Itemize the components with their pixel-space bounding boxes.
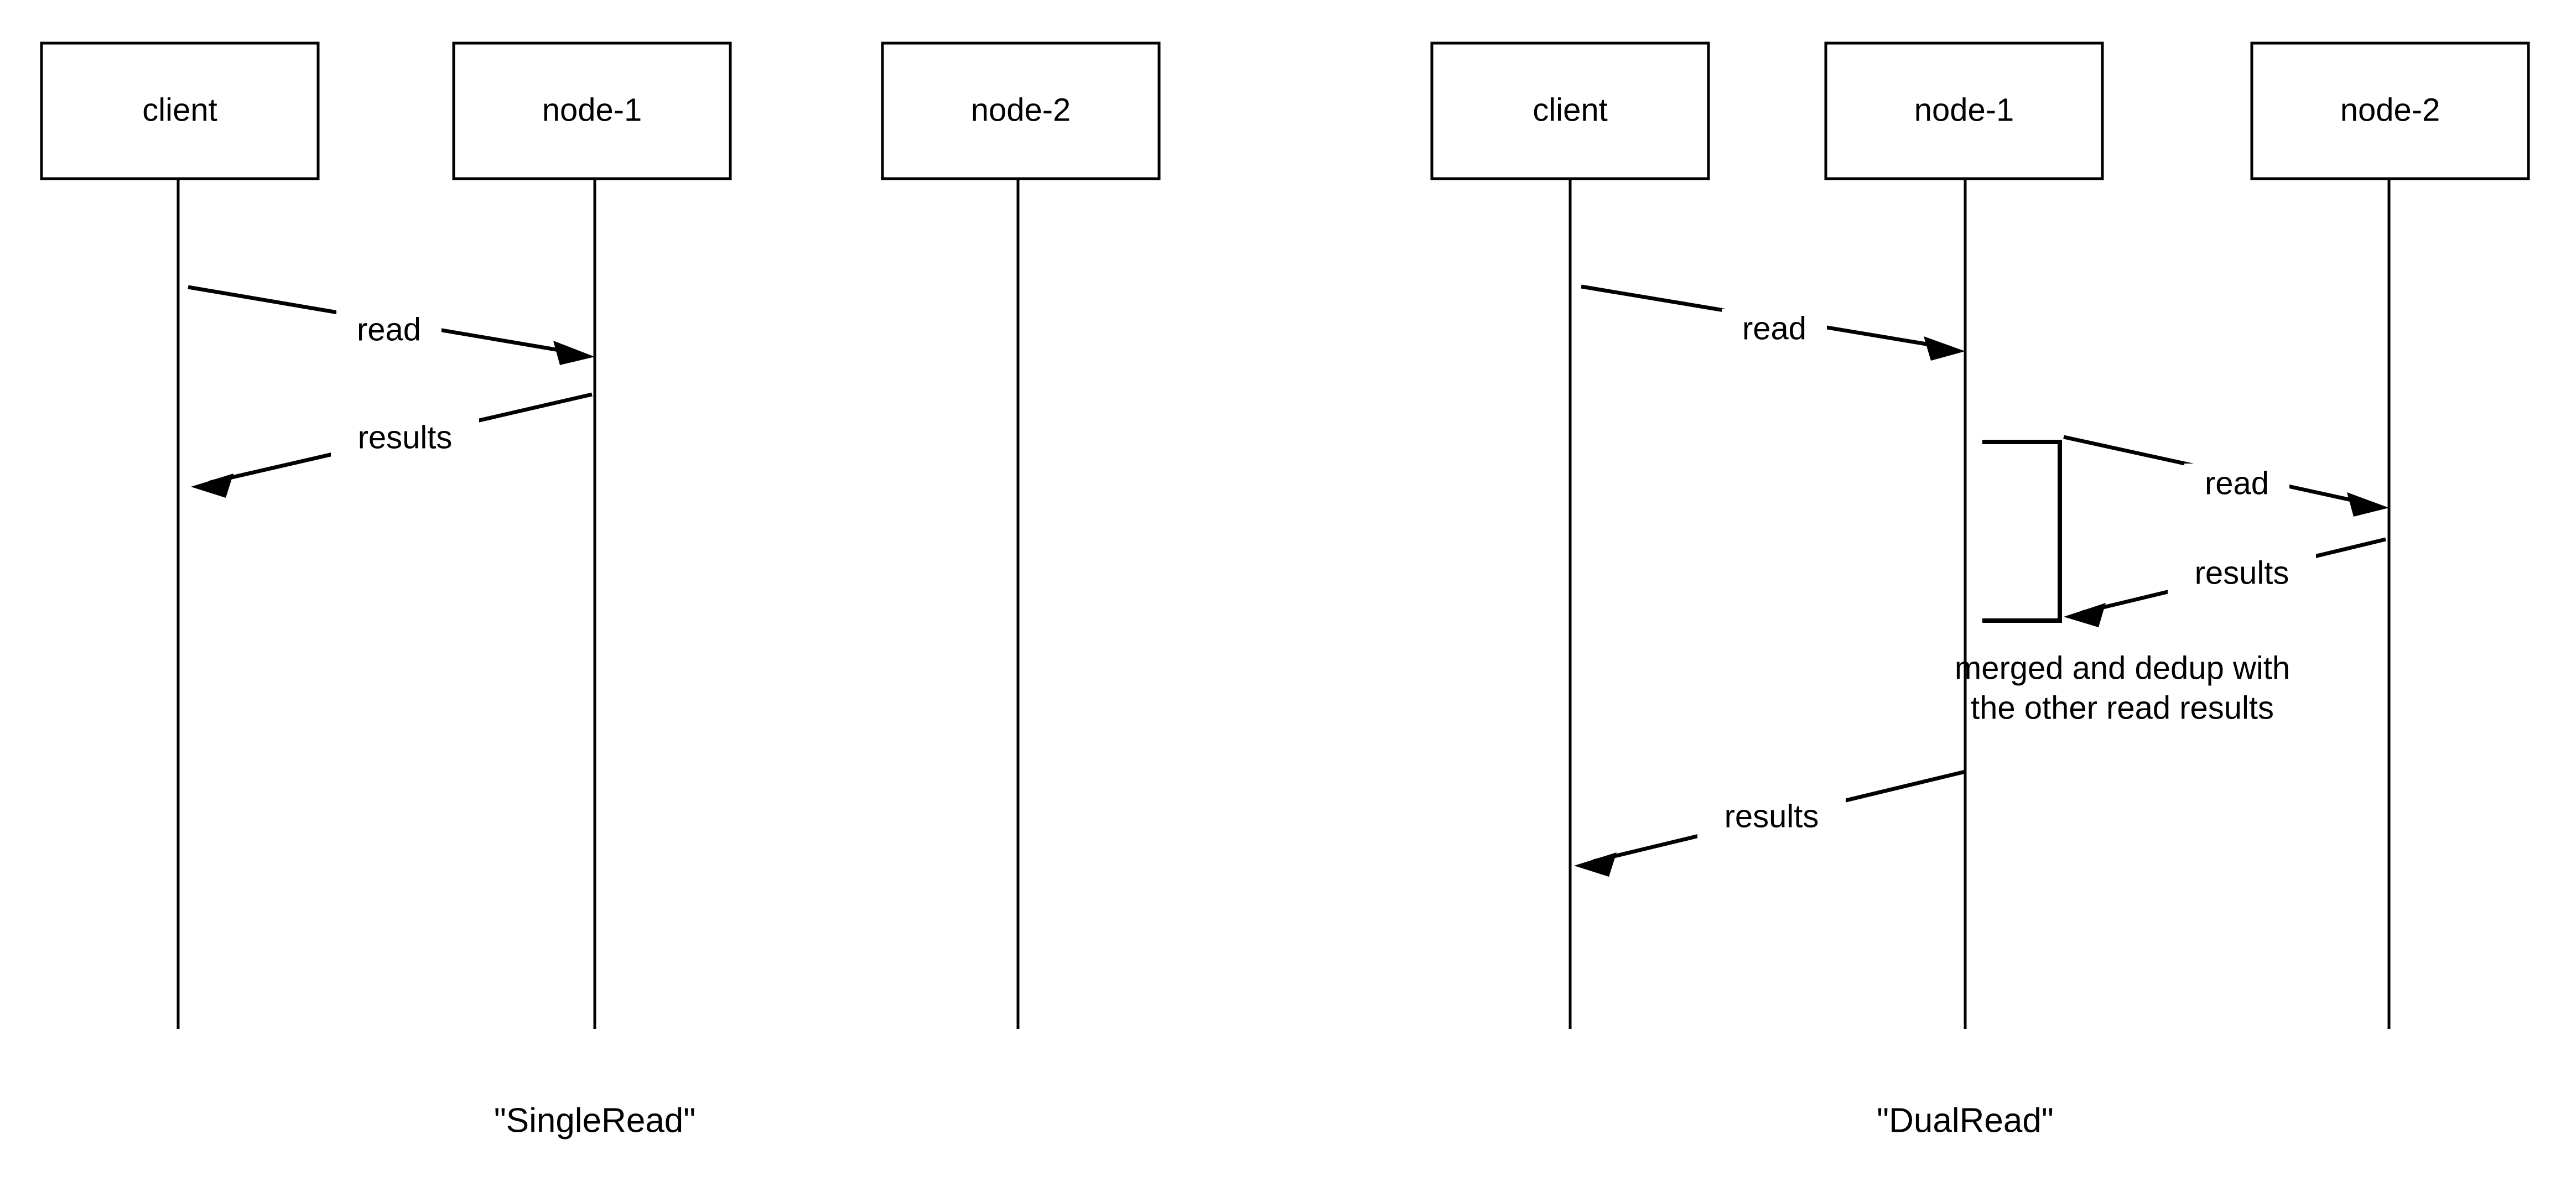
participant-label-node-1-right: node-1 — [1914, 92, 2014, 128]
participant-label-node-2-left: node-2 — [971, 92, 1071, 128]
note-merged-dedup: merged and dedup with the other read res… — [1955, 650, 2290, 726]
message-label-read-left: read — [357, 311, 421, 347]
participant-label-node-2-right: node-2 — [2340, 92, 2440, 128]
message-label-results-left: results — [358, 419, 453, 455]
participant-label-node-1-left: node-1 — [542, 92, 642, 128]
participant-box-node-2-right: node-2 — [2250, 41, 2530, 180]
message-label-read-client-node1-right: read — [1742, 310, 1806, 346]
diagram-dual-read: client node-1 node-2 read — [1430, 41, 2530, 1139]
diagram-caption-single-read: "SingleRead" — [494, 1101, 696, 1139]
message-read-client-node1-right: read — [1581, 284, 1965, 361]
message-label-results-node2-node1-right: results — [2195, 555, 2289, 591]
note-line-1: merged and dedup with — [1955, 650, 2290, 686]
participant-box-node-2-left: node-2 — [881, 41, 1161, 180]
message-results-left: results — [191, 392, 593, 498]
activation-bar-node-1-right — [1982, 440, 2062, 623]
participant-box-node-1-right: node-1 — [1824, 41, 2104, 180]
message-results-node2-node1-right: results — [2064, 537, 2386, 627]
note-line-2: the other read results — [1971, 690, 2274, 726]
participant-label-client-right: client — [1533, 92, 1607, 128]
diagram-single-read: client node-1 node-2 read — [40, 41, 1161, 1139]
message-label-results-node1-client-right: results — [1725, 798, 1819, 834]
message-results-node1-client-right: results — [1574, 769, 1966, 877]
participant-label-client-left: client — [142, 92, 217, 128]
participant-box-client-right: client — [1430, 41, 1710, 180]
participant-box-node-1-left: node-1 — [452, 41, 732, 180]
participant-box-client-left: client — [40, 41, 320, 180]
message-label-read-node1-node2-right: read — [2205, 465, 2269, 501]
diagram-caption-dual-read: "DualRead" — [1877, 1101, 2054, 1139]
message-read-left: read — [188, 285, 595, 365]
message-read-node1-node2-right: read — [2063, 435, 2389, 517]
